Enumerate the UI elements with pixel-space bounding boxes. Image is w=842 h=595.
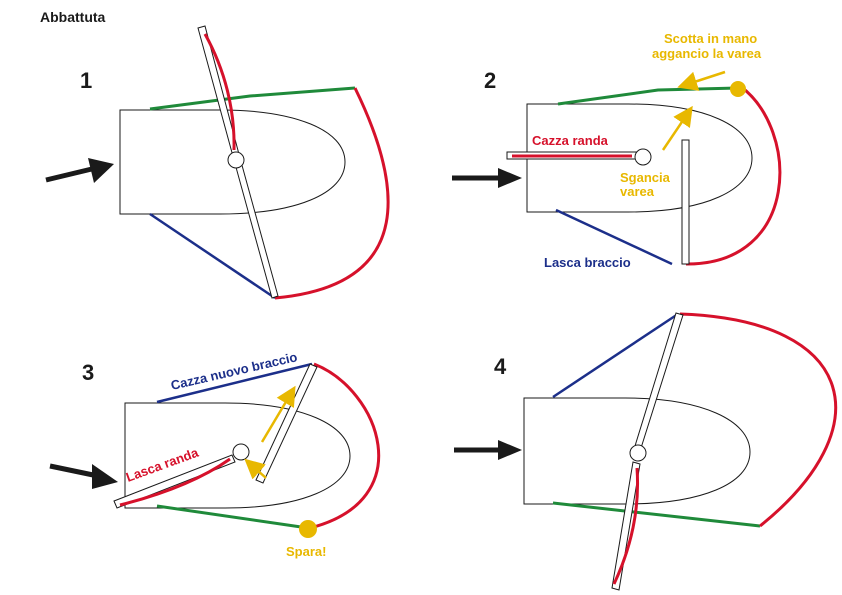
yellow-arrow-icon bbox=[677, 70, 726, 91]
blue-guy-line bbox=[555, 208, 673, 266]
spinnaker-pole bbox=[233, 157, 279, 299]
spinnaker-pole bbox=[681, 139, 690, 265]
wind-arrow-icon bbox=[49, 463, 118, 489]
red-mainsail-curve bbox=[119, 457, 231, 507]
boom-lower bbox=[611, 461, 641, 591]
hook-point-icon bbox=[730, 81, 746, 97]
blue-guy-line bbox=[552, 312, 679, 399]
step-1-panel: 1 bbox=[45, 25, 390, 300]
green-sheet-line bbox=[156, 504, 309, 530]
wind-arrow-icon bbox=[452, 168, 522, 188]
step-2-number: 2 bbox=[484, 68, 496, 93]
step-1-number: 1 bbox=[80, 68, 92, 93]
hull-outline bbox=[523, 397, 751, 505]
yellow-arrow-icon bbox=[260, 385, 296, 443]
mast-icon bbox=[634, 148, 652, 166]
green-sheet-line bbox=[552, 501, 761, 528]
diagram-title: Abbattuta bbox=[40, 9, 106, 25]
blue-guy-line bbox=[156, 362, 313, 404]
step-2-panel: 2 Scotta in mano aggancio la varea Cazza… bbox=[452, 31, 782, 270]
green-sheet-line bbox=[149, 86, 356, 111]
step-3-number: 3 bbox=[82, 360, 94, 385]
mast-icon bbox=[227, 151, 245, 169]
red-mainsail-curve bbox=[203, 33, 236, 151]
label-spara: Spara! bbox=[286, 544, 326, 559]
blue-guy-line bbox=[149, 212, 276, 300]
label-varea: varea bbox=[620, 184, 655, 199]
label-scotta: Scotta in mano bbox=[664, 31, 757, 46]
yellow-arrow-icon bbox=[244, 458, 267, 480]
red-sheet-curve bbox=[274, 87, 390, 300]
mast-icon bbox=[232, 443, 250, 461]
spinnaker-pole bbox=[255, 363, 318, 484]
wind-arrow-icon bbox=[45, 158, 114, 183]
mast-icon bbox=[629, 444, 647, 462]
hull-outline bbox=[119, 109, 346, 215]
label-aggancio: aggancio la varea bbox=[652, 46, 762, 61]
red-sheet-curve bbox=[685, 84, 782, 266]
green-sheet-line bbox=[557, 86, 739, 106]
red-mainsail-curve bbox=[612, 467, 640, 585]
red-sheet-curve bbox=[679, 312, 838, 528]
step-4-number: 4 bbox=[494, 354, 507, 379]
label-lasca-braccio: Lasca braccio bbox=[544, 255, 631, 270]
boom-angled bbox=[113, 454, 236, 509]
label-cazza-randa: Cazza randa bbox=[532, 133, 609, 148]
spinnaker-pole bbox=[634, 312, 684, 449]
red-sheet-curve bbox=[309, 362, 381, 530]
step-4-panel: 4 bbox=[454, 312, 838, 591]
wind-arrow-icon bbox=[454, 440, 522, 460]
step-3-panel: 3 Cazza nuovo braccio Lasca randa Spara! bbox=[49, 349, 381, 559]
label-sgancia: Sgancia bbox=[620, 170, 671, 185]
release-point-icon bbox=[299, 520, 317, 538]
yellow-arrow-icon bbox=[661, 105, 693, 151]
